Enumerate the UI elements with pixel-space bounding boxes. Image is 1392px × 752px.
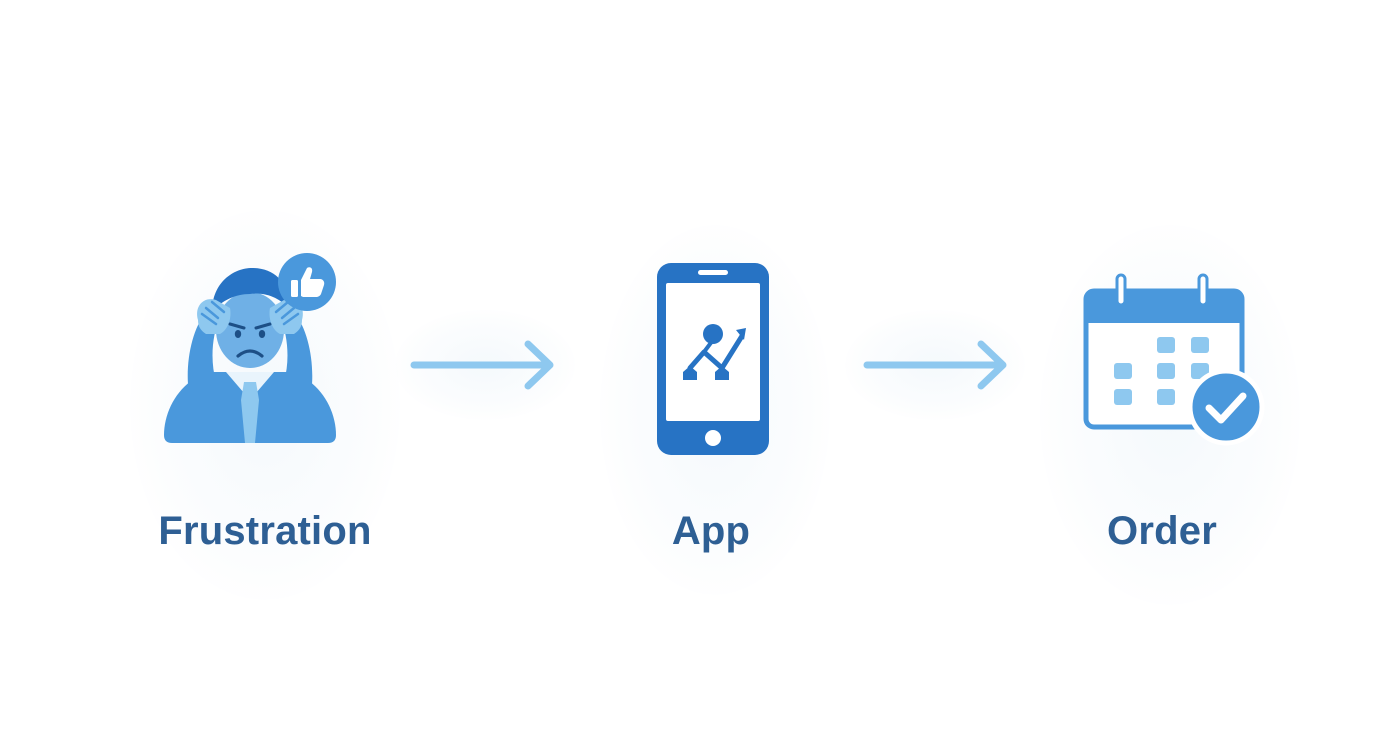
arrow-right-icon bbox=[410, 340, 554, 390]
thumbs-up-icon bbox=[278, 253, 336, 311]
checkmark-icon bbox=[1187, 368, 1265, 446]
step-label: Frustration bbox=[158, 509, 372, 553]
arrow-right-icon bbox=[863, 340, 1007, 390]
network-nodes-icon bbox=[683, 324, 746, 380]
step-label: App bbox=[671, 509, 751, 553]
step-label: Order bbox=[1107, 509, 1217, 553]
frustrated-person-icon bbox=[164, 268, 336, 443]
